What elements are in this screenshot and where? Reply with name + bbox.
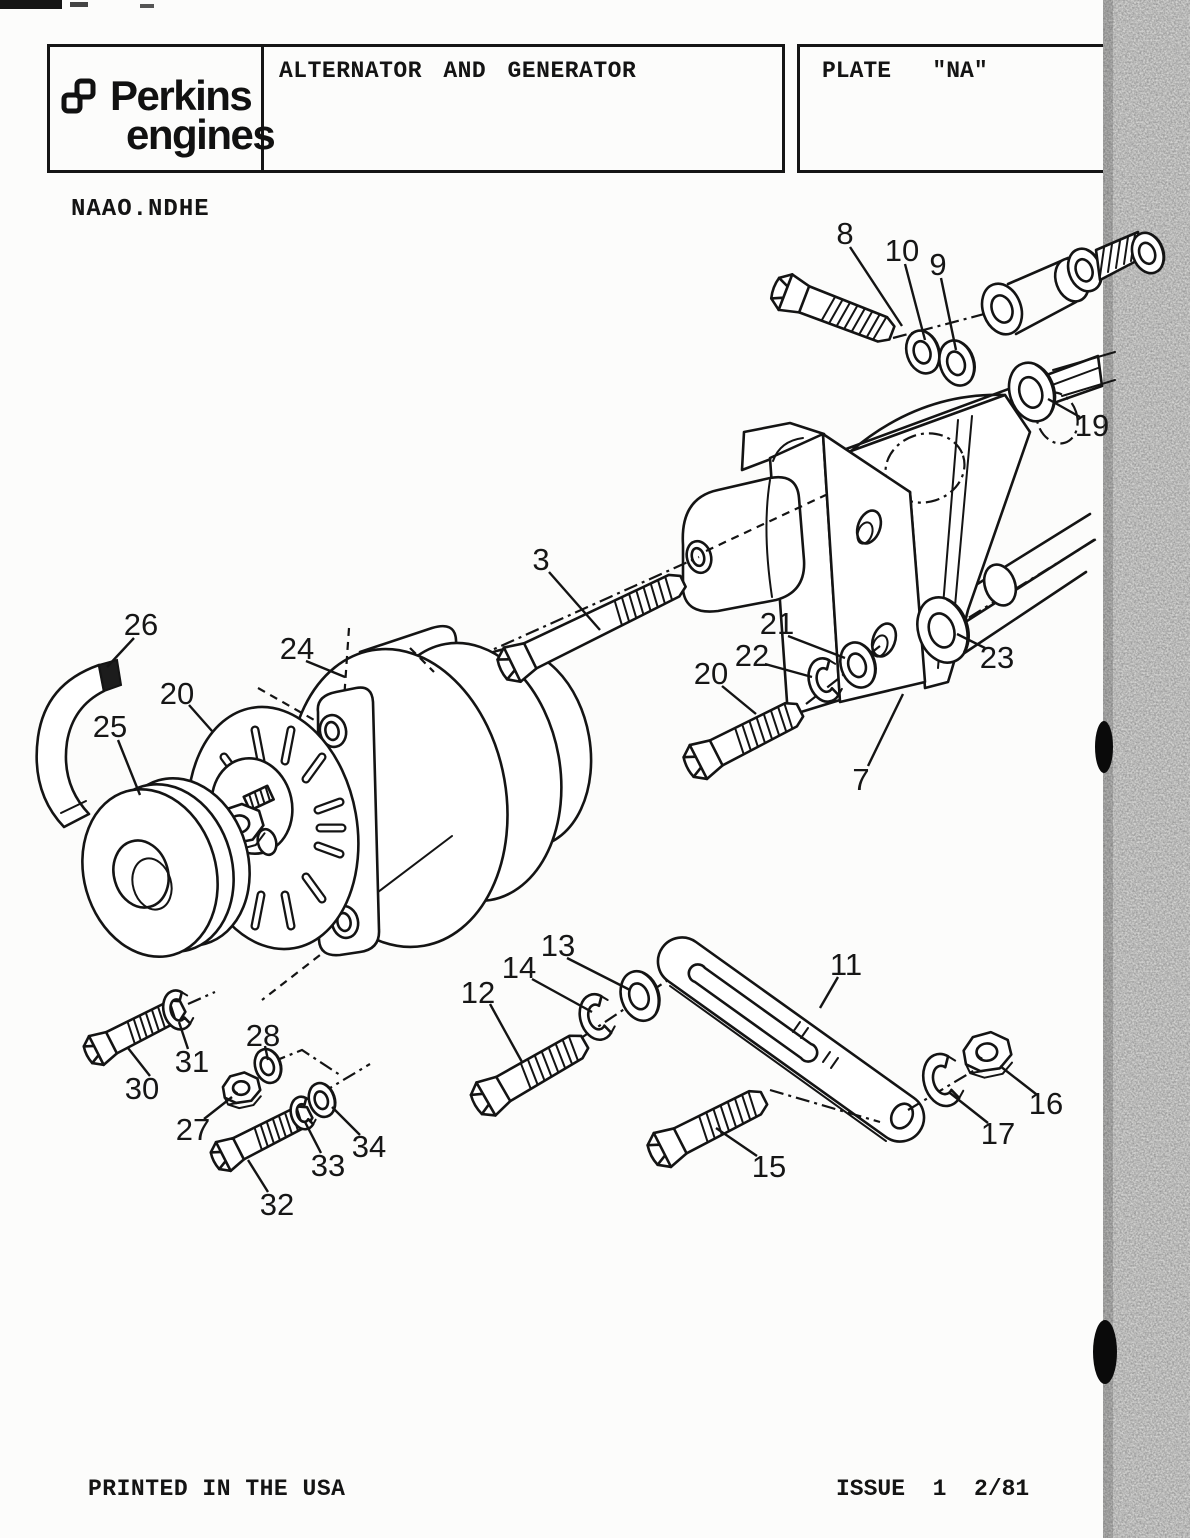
- callout-20: 20: [160, 676, 194, 711]
- callout-17: 17: [981, 1116, 1015, 1151]
- bolt20-hardware: [677, 636, 883, 786]
- printed-in: PRINTED IN THE USA: [88, 1476, 346, 1502]
- callout-24: 24: [280, 631, 314, 666]
- callout-30: 30: [125, 1071, 159, 1106]
- callout-leader-22: [764, 662, 813, 679]
- scan-streak: [140, 4, 154, 8]
- callout-25: 25: [93, 709, 127, 744]
- callout-11: 11: [830, 947, 862, 982]
- mounting-bracket: [681, 351, 1116, 718]
- callout-leader-3: [548, 571, 601, 631]
- binding-shadow-band: [1093, 0, 1190, 1538]
- bracket-plate-7: [821, 432, 927, 704]
- callout-leader-25: [116, 739, 142, 796]
- callout-leader-8: [848, 246, 904, 327]
- callout-leader-10: [903, 263, 927, 341]
- callout-9: 9: [929, 247, 946, 282]
- callout-26: 26: [124, 607, 158, 642]
- washer-9: [932, 334, 982, 392]
- callout-leader-20: [188, 704, 213, 732]
- callout-32: 32: [260, 1187, 294, 1222]
- model-code: NAAO.NDHE: [71, 196, 210, 223]
- callout-19: 19: [1075, 408, 1109, 443]
- bolt-20: [677, 692, 810, 786]
- callout-leader-20: [721, 685, 757, 715]
- callout-leader-9: [939, 277, 958, 351]
- callout-leader-30: [127, 1047, 151, 1077]
- callout-20: 20: [694, 656, 728, 691]
- plate-box: PLATE "NA": [797, 44, 1110, 173]
- callout-leader-33: [303, 1121, 323, 1154]
- callout-leader-14: [531, 977, 593, 1014]
- callout-leader-26: [106, 637, 135, 668]
- plate-label: PLATE "NA": [822, 58, 988, 84]
- header-box: Perkins engines ALTERNATOR AND GENERATOR: [47, 44, 785, 173]
- callout-leader-16: [999, 1065, 1037, 1095]
- perkins-logo-icon: [61, 78, 96, 114]
- callout-31: 31: [175, 1044, 209, 1079]
- callout-leader-24: [305, 659, 346, 679]
- callout-leader-28: [263, 1045, 270, 1061]
- nut-16: [960, 1029, 1015, 1081]
- callout-23: 23: [980, 640, 1014, 675]
- callout-leader-13: [566, 956, 631, 992]
- callout-3: 3: [532, 542, 549, 577]
- adjusting-link-assembly: [464, 936, 1015, 1174]
- header-divider: [261, 47, 264, 170]
- binder-hole: [1093, 1320, 1117, 1384]
- callout-8: 8: [836, 216, 853, 251]
- scan-streak: [0, 0, 62, 9]
- page-title: ALTERNATOR AND GENERATOR: [279, 58, 637, 84]
- callout-leader-31: [177, 1021, 190, 1050]
- callout-leader-11: [818, 976, 840, 1009]
- callout-leader-32: [246, 1159, 270, 1193]
- callout-leader-21: [787, 634, 846, 660]
- callout-10: 10: [885, 233, 919, 268]
- callout-16: 16: [1029, 1086, 1063, 1121]
- callout-leader-17: [949, 1092, 989, 1124]
- nut-27: [220, 1070, 263, 1111]
- binder-hole: [1095, 721, 1113, 773]
- callout-leader-34: [331, 1106, 361, 1136]
- callout-28: 28: [246, 1018, 280, 1053]
- callout-12: 12: [461, 975, 495, 1010]
- bolt-8: [765, 268, 900, 353]
- callout-14: 14: [502, 950, 536, 985]
- callout-15: 15: [752, 1149, 786, 1184]
- shaft-stub: [242, 784, 275, 812]
- brand-line1: Perkins: [110, 72, 253, 119]
- pulley: [81, 776, 251, 959]
- bolt-32: [205, 1097, 319, 1177]
- pivot-hardware: [765, 227, 1171, 392]
- callout-leader-19: [1047, 397, 1081, 419]
- callout-leader-27: [203, 1096, 233, 1120]
- callout-leader-23: [956, 632, 986, 650]
- callout-22: 22: [735, 638, 769, 673]
- callout-21: 21: [760, 606, 794, 641]
- bolt-3: [491, 562, 693, 689]
- callout-leader-15: [715, 1127, 758, 1157]
- callout-27: 27: [176, 1112, 210, 1147]
- callout-33: 33: [311, 1148, 345, 1183]
- scan-streak: [70, 2, 88, 7]
- washer-13: [612, 964, 668, 1028]
- callout-leader-7: [866, 693, 905, 767]
- callout-7: 7: [852, 762, 869, 797]
- brand-line2: engines: [126, 110, 276, 158]
- callout-13: 13: [541, 928, 575, 963]
- issue-info: ISSUE 1 2/81: [836, 1476, 1030, 1502]
- callout-leader-12: [488, 1003, 524, 1063]
- bracket-boss: [681, 475, 806, 613]
- bolt-12: [464, 1024, 596, 1124]
- callout-34: 34: [352, 1129, 386, 1164]
- small-hardware: [78, 986, 371, 1177]
